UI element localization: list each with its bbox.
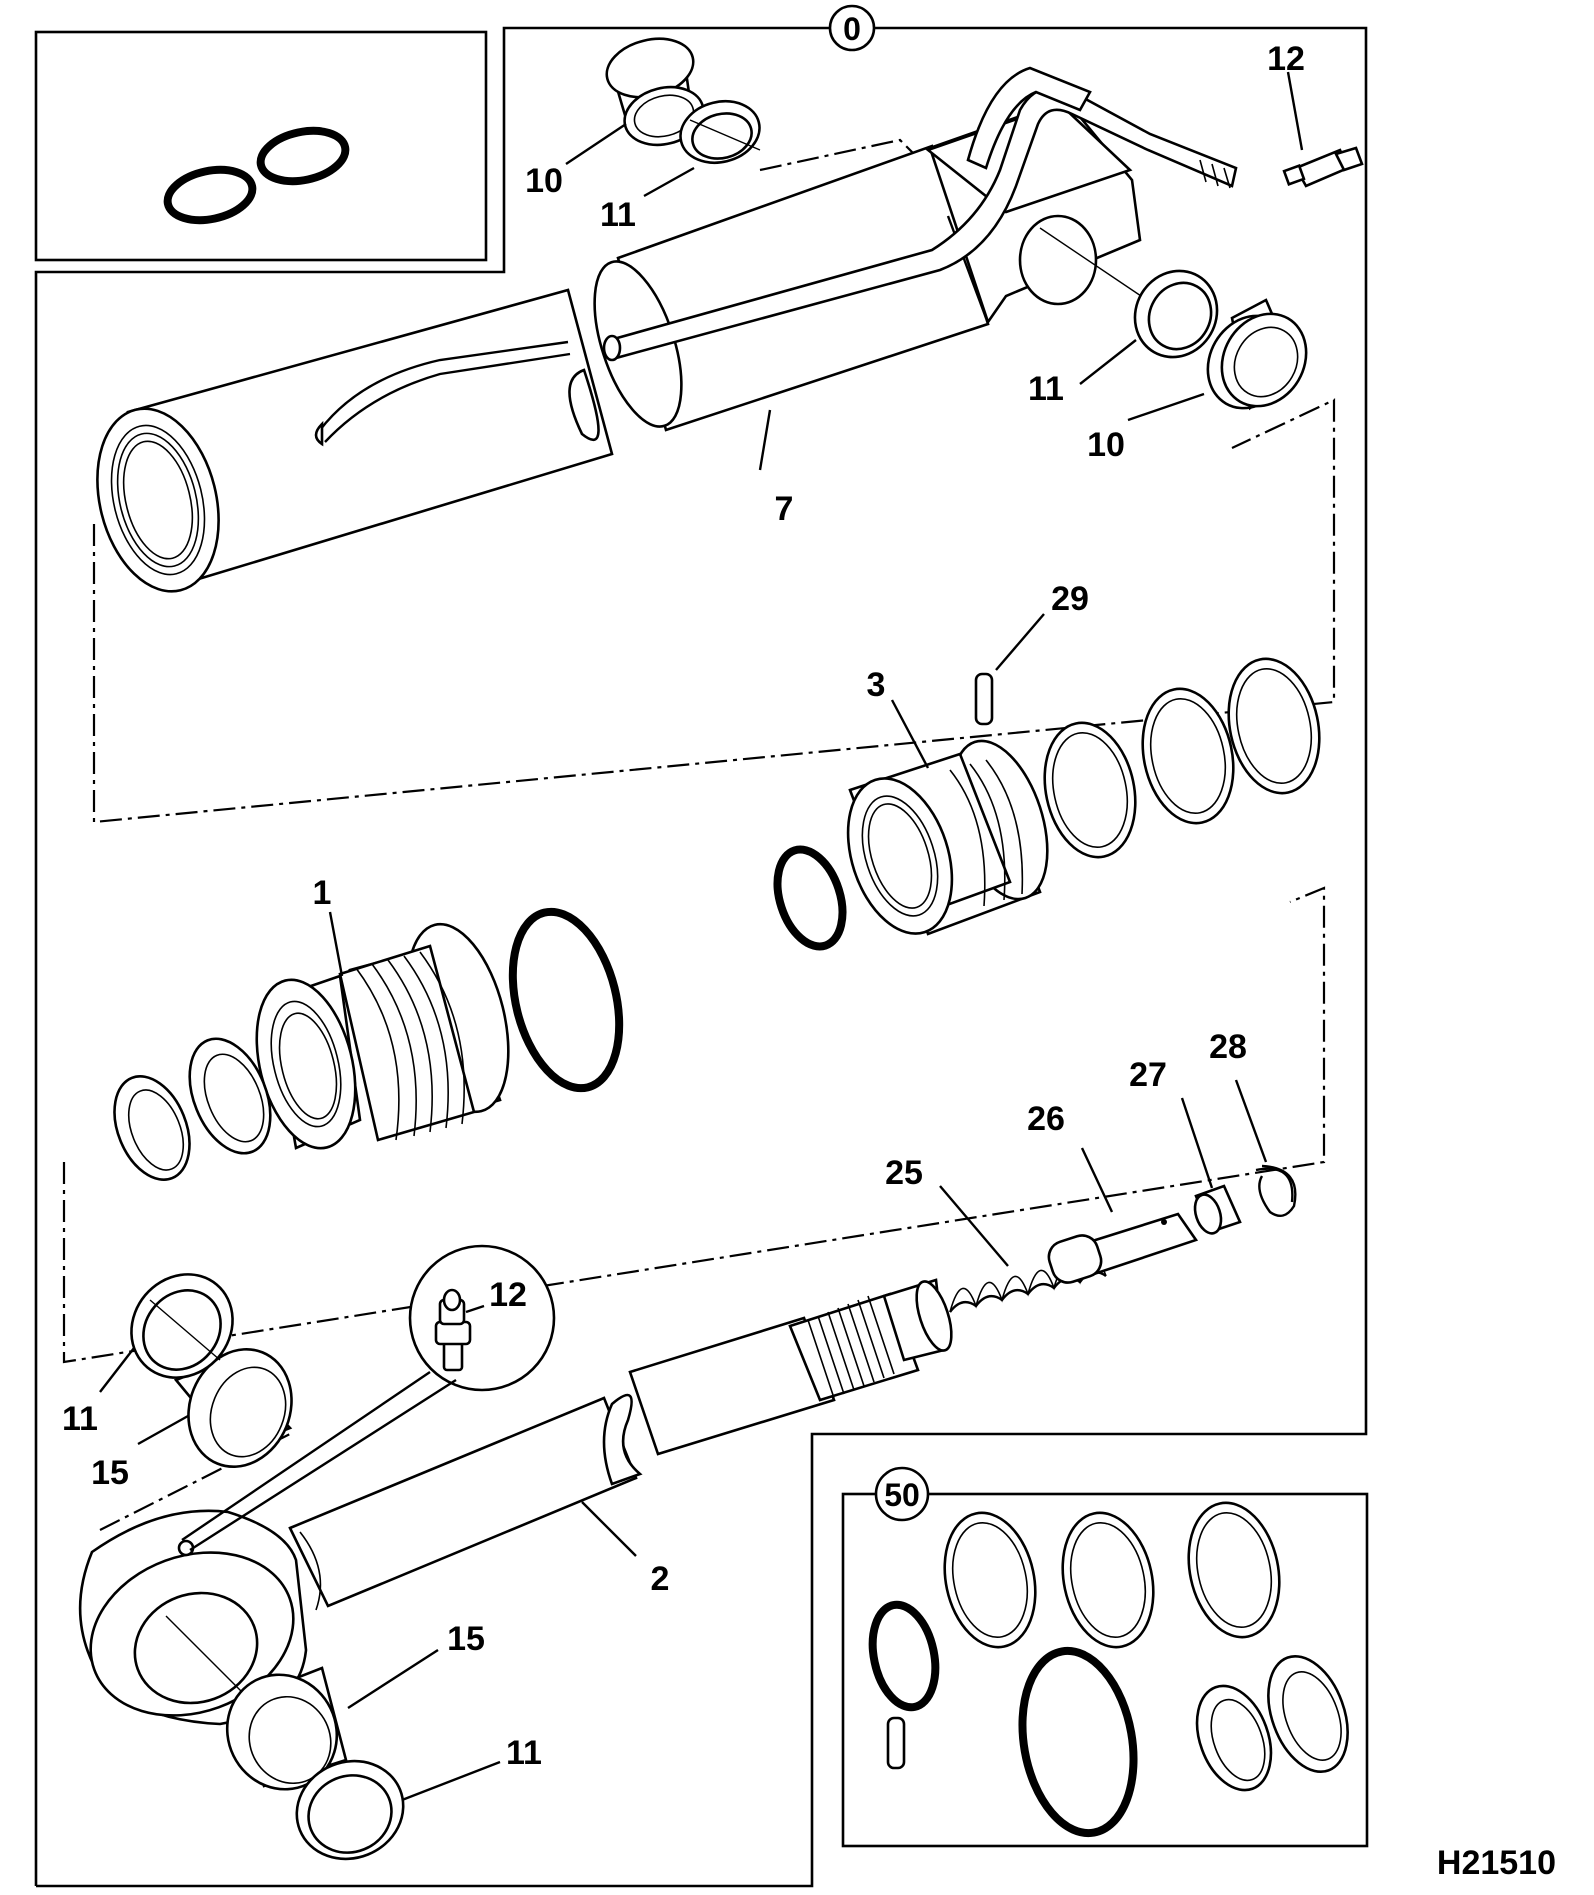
piston-o-ring — [773, 845, 847, 951]
figure-id: H21510 — [1437, 1844, 1556, 1882]
kit-label-main-text: 0 — [843, 11, 861, 47]
callouts: 12 10 11 7 11 10 29 3 1 26 27 28 25 12 1… — [62, 40, 1305, 1772]
assembly-line-gland-rod — [62, 886, 1326, 1364]
callout-valve: 26 — [1027, 1100, 1065, 1138]
callout-barrel: 7 — [775, 490, 794, 528]
callout-piston: 3 — [867, 666, 886, 704]
callout-seal-right: 11 — [1028, 370, 1064, 408]
callout-bush-rod-left: 15 — [91, 1454, 129, 1492]
assembly-line-rod-end — [99, 1433, 291, 1531]
kit-label-seal-kit-text: 50 — [884, 1477, 920, 1513]
circlip — [1255, 1164, 1297, 1218]
spring — [949, 1257, 1107, 1313]
callout-pin: 29 — [1051, 580, 1089, 618]
piston-rings — [1043, 657, 1321, 859]
barrel-pipe — [602, 66, 1238, 362]
rod-bush-bottom — [225, 1666, 348, 1791]
gland-o-ring — [508, 907, 624, 1093]
bush-right — [1206, 298, 1308, 411]
callout-bush-rod-bottom: 15 — [447, 1620, 485, 1658]
grease-nipple-callout — [181, 1244, 556, 1552]
rod-bush-left — [173, 1348, 293, 1468]
leader-lines — [99, 71, 1304, 1802]
callout-barrel-pipe: 12 — [1267, 40, 1305, 78]
pipe-fitting — [1282, 146, 1364, 188]
seal-kit-contents — [868, 1501, 1349, 1838]
callout-grease-nipple: 12 — [489, 1276, 527, 1314]
main-frame — [34, 26, 1368, 1888]
valve-spool — [1047, 1212, 1199, 1284]
gland — [255, 922, 510, 1150]
piston-pin — [974, 672, 994, 726]
gland-seals — [113, 1037, 272, 1181]
callout-rod: 2 — [651, 1560, 670, 1598]
seal-right — [1133, 269, 1219, 359]
o-ring-right — [256, 126, 350, 186]
assembly-line-barrel-piston — [92, 398, 1336, 824]
callout-bush-right: 10 — [1087, 426, 1125, 464]
callout-bush-top: 10 — [525, 162, 563, 200]
rod-seal-bottom — [295, 1759, 405, 1861]
callout-gland: 1 — [313, 874, 332, 912]
kit-label-main: 0 — [828, 4, 876, 52]
callout-seal-rod-left: 11 — [62, 1400, 98, 1438]
cylinder-barrel — [96, 288, 614, 593]
rod-seal-left — [130, 1273, 234, 1379]
callout-circlip: 28 — [1209, 1028, 1247, 1066]
piston-rod — [288, 1278, 953, 1611]
callout-seal-rod-bottom: 11 — [506, 1734, 542, 1772]
callout-seal-top: 11 — [600, 196, 636, 234]
o-ring-left — [163, 165, 257, 225]
inset-frame-o-rings — [34, 30, 488, 262]
piston — [846, 739, 1049, 936]
seal-top — [679, 100, 761, 164]
valve-collar — [1193, 1184, 1242, 1235]
rod-eye — [78, 1509, 331, 1781]
kit-label-seal-kit: 50 — [874, 1466, 930, 1522]
callout-collar: 27 — [1129, 1056, 1167, 1094]
seal-kit-frame — [841, 1492, 1369, 1848]
callout-spring: 25 — [885, 1154, 923, 1192]
